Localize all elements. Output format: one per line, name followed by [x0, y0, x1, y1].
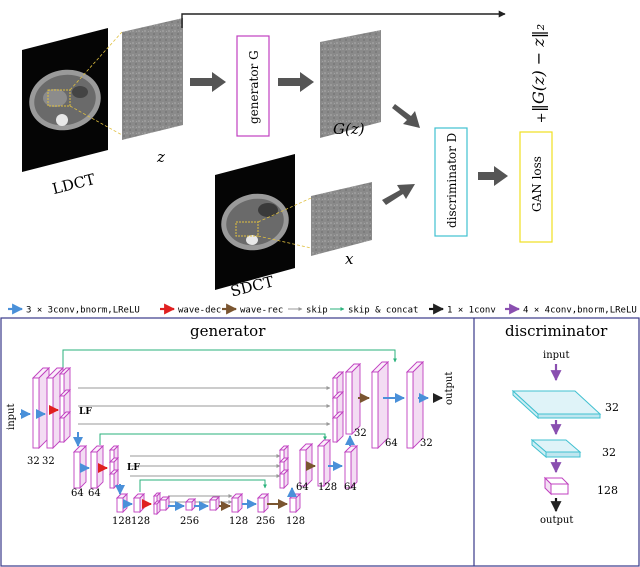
generator-feature-blocks [31, 360, 425, 516]
x-label: x [345, 250, 354, 268]
channel-label-8: 256 [256, 516, 275, 527]
legend-label-3: skip [306, 306, 328, 316]
channel-label-15: 32 [420, 438, 433, 449]
discriminator-title: discriminator [505, 322, 608, 340]
legend-label-0: 3 × 3conv,bnorm,LReLU [26, 306, 140, 316]
channel-label-2: 64 [71, 488, 84, 499]
feature-map-block-15 [184, 497, 197, 512]
discriminator-architecture: discriminator input 32 32 128 output [505, 322, 619, 526]
legend-label-4: skip & concat [348, 306, 418, 316]
z-patch-image [122, 18, 183, 140]
channel-label-1: 32 [42, 456, 55, 467]
arrow-generator-to-gz [278, 72, 314, 92]
l2-loss-label: ‖G(z) − z‖₂ [529, 24, 548, 112]
discriminator-input-label: input [543, 350, 570, 361]
feature-map-block-22 [278, 468, 290, 490]
feature-map-block-28 [331, 410, 345, 444]
discriminator-output-label: output [540, 515, 573, 526]
generator-output-label: output [444, 372, 455, 405]
ldct-slice-image [22, 28, 108, 172]
disc-channel-1: 32 [605, 401, 619, 414]
arrow-z-to-generator [190, 72, 226, 92]
channel-label-6: 256 [180, 516, 199, 527]
channel-label-13: 32 [354, 428, 367, 439]
z-label: z [156, 148, 165, 166]
channel-label-11: 128 [318, 482, 337, 493]
plus-sign: + [536, 111, 547, 126]
feature-map-block-25 [343, 444, 359, 490]
feature-map-block-19 [288, 492, 302, 514]
skip-lines [78, 386, 331, 504]
legend-label-2: wave-rec [240, 306, 283, 316]
generator-box-label: generator G [247, 50, 261, 124]
generator-box [236, 35, 270, 137]
channel-label-7: 128 [229, 516, 248, 527]
disc-channel-2: 32 [602, 446, 616, 459]
feature-map-block-14 [158, 495, 171, 512]
feature-map-block-9 [108, 468, 120, 490]
feature-map-block-18 [256, 492, 270, 514]
ldct-label: LDCT [50, 170, 97, 198]
x-patch-image [311, 182, 372, 256]
channel-label-14: 64 [385, 438, 398, 449]
channel-label-0: 32 [27, 456, 40, 467]
arrow-to-l2-loss [181, 10, 506, 28]
lf-label-1: LF [79, 407, 92, 417]
legend-label-6: 4 × 4conv,bnorm,LReLU [523, 306, 637, 316]
lf-label-2: LF [127, 463, 140, 473]
gz-patch-image [320, 30, 381, 138]
legend-label-1: wave-dec [178, 306, 221, 316]
channel-label-10: 64 [296, 482, 309, 493]
channel-label-4: 128 [112, 516, 131, 527]
feature-map-block-16 [208, 495, 221, 512]
discriminator-box-label: discriminator D [445, 133, 459, 228]
channel-label-9: 128 [286, 516, 305, 527]
generator-input-label: input [6, 404, 17, 431]
arrow-discriminator-to-gan-loss [478, 166, 508, 186]
feature-map-block-30 [370, 360, 390, 450]
channel-label-3: 64 [88, 488, 101, 499]
skip-concat-lines [62, 349, 397, 492]
feature-map-block-11 [132, 492, 146, 514]
feature-map-block-13 [152, 499, 162, 516]
discriminator-box [434, 127, 468, 237]
channel-label-5: 128 [131, 516, 150, 527]
gan-loss-box [519, 131, 553, 243]
arrow-x-to-discriminator [382, 184, 415, 205]
arrow-gz-to-discriminator [392, 104, 420, 128]
generator-title: generator [190, 322, 266, 340]
gz-label: G(z) [333, 120, 365, 138]
feature-map-block-29 [344, 362, 362, 436]
channel-label-12: 64 [344, 482, 357, 493]
feature-map-block-17 [230, 492, 244, 514]
sdct-slice-image [215, 154, 295, 290]
pipeline-section: LDCT z generator G G(z) ‖G(z) − z‖₂ + di… [22, 10, 553, 301]
feature-map-block-5 [72, 444, 88, 490]
legend-label-5: 1 × 1conv [447, 306, 496, 316]
feature-map-block-4 [58, 410, 72, 444]
feature-map-block-24 [316, 438, 332, 488]
legend: 3 × 3conv,bnorm,LReLU wave-dec wave-rec ski… [8, 303, 637, 316]
disc-channel-3: 128 [597, 484, 618, 497]
generator-op-arrows [20, 393, 443, 511]
feature-map-block-31 [405, 360, 425, 450]
gan-loss-label: GAN loss [530, 156, 544, 212]
